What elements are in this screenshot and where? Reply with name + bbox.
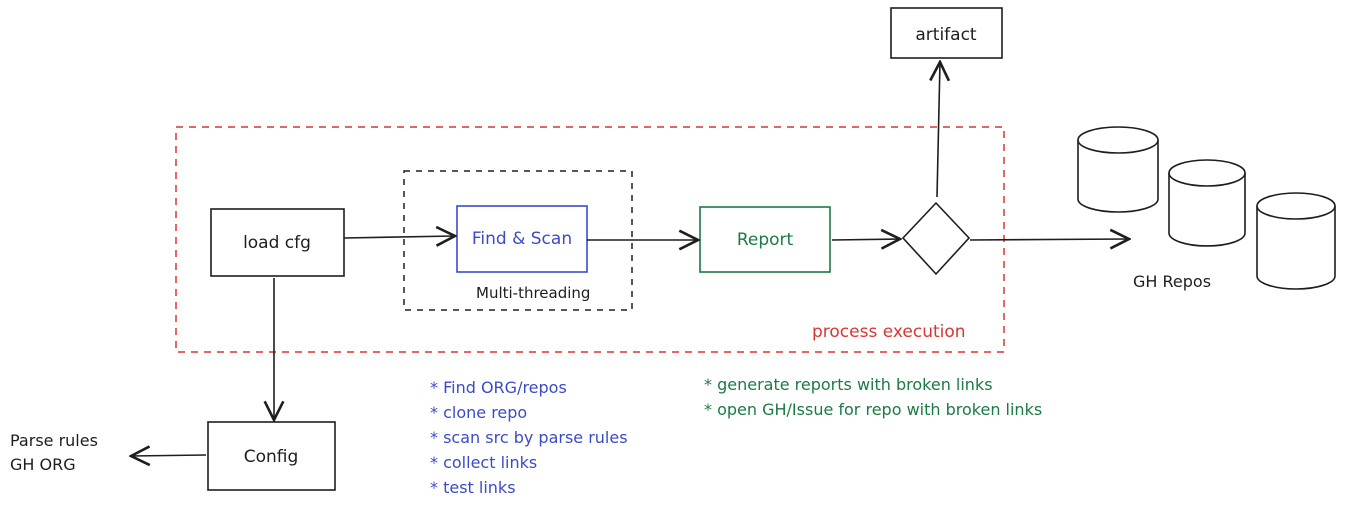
report-step: * open GH/Issue for repo with broken lin… bbox=[704, 400, 1042, 419]
gh-repos-label: GH Repos bbox=[1133, 272, 1211, 291]
load-cfg-label: load cfg bbox=[243, 233, 311, 253]
find-scan-label: Find & Scan bbox=[472, 229, 572, 249]
artifact-label: artifact bbox=[915, 25, 977, 45]
report-label: Report bbox=[737, 230, 794, 250]
multithreading-label: Multi-threading bbox=[476, 284, 590, 302]
process-execution-label: process execution bbox=[812, 322, 966, 342]
database-icon bbox=[1168, 159, 1246, 247]
gh-org-label: GH ORG bbox=[10, 455, 76, 474]
scan-step: * Find ORG/repos bbox=[430, 378, 567, 397]
report-box bbox=[699, 206, 831, 273]
report-steps-notes: * generate reports with broken links * o… bbox=[704, 375, 1042, 419]
scan-step: * clone repo bbox=[430, 403, 527, 422]
decision-diamond bbox=[901, 201, 971, 276]
arrow-decision-to-artifact bbox=[937, 62, 940, 198]
scan-step: * collect links bbox=[430, 453, 537, 472]
load-cfg-box bbox=[210, 208, 345, 277]
scan-steps-notes: * Find ORG/repos * clone repo * scan src… bbox=[430, 378, 628, 497]
config-label: Config bbox=[244, 447, 299, 467]
scan-step: * scan src by parse rules bbox=[430, 428, 628, 447]
parse-rules-label: Parse rules bbox=[10, 431, 98, 450]
database-icon bbox=[1077, 126, 1159, 213]
report-step: * generate reports with broken links bbox=[704, 375, 993, 394]
database-icon bbox=[1256, 192, 1336, 290]
scan-step: * test links bbox=[430, 478, 516, 497]
arrow-decision-to-repos bbox=[969, 239, 1129, 240]
config-box bbox=[207, 421, 336, 491]
arrow-config-to-parse-rules bbox=[131, 455, 207, 456]
arrow-report-to-decision bbox=[831, 239, 900, 240]
arrow-loadcfg-to-findscan bbox=[343, 236, 455, 238]
multithreading-boundary bbox=[403, 170, 633, 311]
artifact-box bbox=[890, 7, 1003, 59]
